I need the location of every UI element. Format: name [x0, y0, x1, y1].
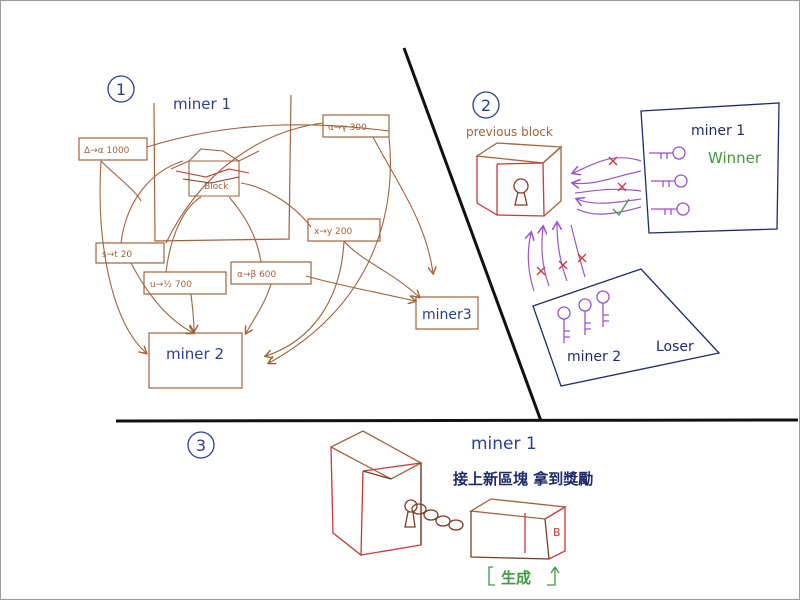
loser-attempt-marks — [536, 253, 587, 276]
block-label: Block — [204, 182, 229, 192]
tx-label-4: s→t 20 — [102, 250, 132, 260]
miner3-box — [415, 296, 479, 330]
winner-attempt-marks — [608, 156, 630, 217]
tx-box-4 — [95, 242, 165, 264]
new-block — [469, 498, 567, 560]
padlock-block — [475, 142, 563, 217]
loser-miner-label: miner 2 — [567, 349, 621, 365]
chain-link — [411, 503, 464, 531]
section2-number: 2 — [481, 96, 491, 115]
miner1-box — [153, 94, 292, 242]
miner2-label: miner 2 — [166, 345, 224, 363]
tx-label-2: α→γ 300 — [328, 123, 367, 133]
miner1-label: miner 1 — [173, 95, 231, 113]
loser-box — [532, 268, 721, 387]
tx-label-3: x→y 200 — [314, 227, 353, 237]
winner-key-icons — [649, 146, 690, 216]
winner-label: Winner — [708, 149, 762, 167]
new-block-letter: B — [553, 526, 561, 539]
generate-label: 生成 — [501, 569, 531, 587]
section3-number: 3 — [196, 436, 206, 455]
previous-block-label: previous block — [466, 125, 553, 139]
generate-bracket — [488, 566, 560, 586]
tx-label-5: u→½ 700 — [150, 280, 192, 290]
section3-caption: 接上新區塊 拿到獎勵 — [453, 470, 593, 488]
section2-circle — [472, 91, 500, 119]
section1-circle — [107, 75, 135, 103]
winner-miner-label: miner 1 — [691, 123, 745, 139]
section-divider-diagonal — [402, 47, 543, 422]
existing-chain-block — [329, 430, 423, 557]
loser-key-icons — [557, 290, 610, 343]
miner3-label: miner3 — [422, 307, 472, 323]
loser-label: Loser — [656, 339, 694, 355]
tx-label-6: α→β 600 — [237, 270, 277, 280]
winner-box — [640, 102, 780, 234]
section3-circle — [187, 431, 215, 459]
tx-box-1 — [78, 137, 148, 161]
tx-box-2 — [322, 114, 390, 138]
loser-attempt-arrows — [528, 223, 586, 292]
tx-label-1: Δ→α 1000 — [84, 146, 130, 156]
section1-number: 1 — [116, 80, 126, 99]
section3-miner-label: miner 1 — [471, 434, 537, 454]
tx-box-5 — [143, 271, 227, 295]
section-divider-horizontal — [115, 418, 799, 423]
winner-attempt-arrows — [573, 157, 642, 215]
broadcast-arrows — [99, 122, 433, 363]
